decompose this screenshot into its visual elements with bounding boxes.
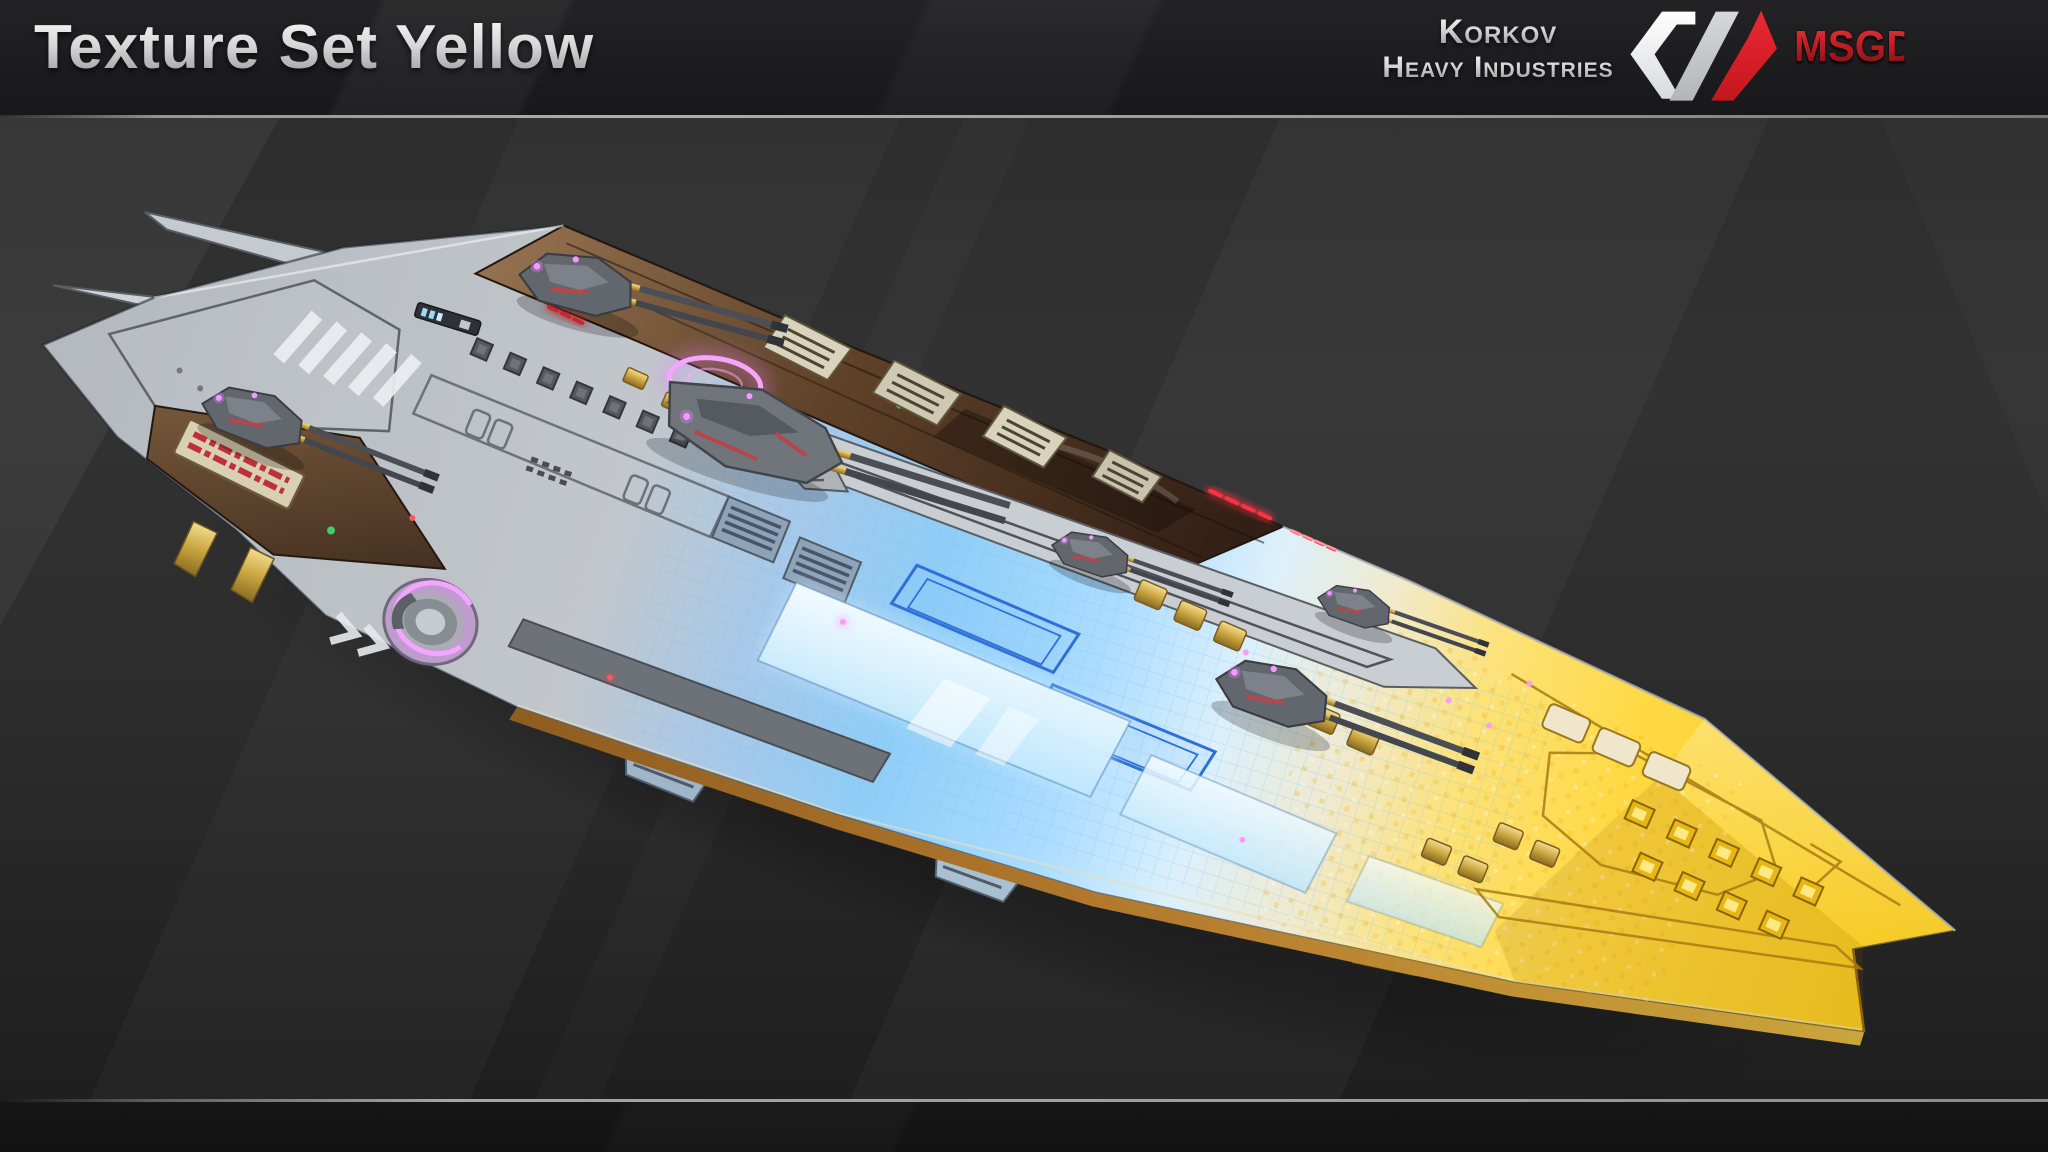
footer-bar — [0, 1102, 2048, 1152]
hazard-stripes — [273, 310, 422, 407]
tail-vent-rows — [1623, 798, 1825, 941]
bow-turret-stand — [145, 370, 447, 604]
gun-turrets — [449, 230, 1495, 811]
brand-tagline: Heavy Industries — [1348, 51, 1648, 85]
bow-section — [107, 278, 892, 784]
chevron-marking — [329, 611, 391, 657]
glow-skylights — [756, 581, 1505, 949]
keel-strip — [509, 704, 1865, 1046]
mid-panel — [411, 373, 731, 539]
tail-gloss-facet — [1659, 719, 1956, 946]
gold-brackets — [1133, 579, 1561, 884]
brand-wordmark: Korkov Heavy Industries — [1348, 13, 1648, 85]
spaceship-render — [0, 117, 1959, 1099]
brand-name: Korkov — [1348, 13, 1648, 51]
cockpit-turret — [646, 380, 1011, 525]
rim-light — [153, 224, 1957, 932]
header-divider-line — [0, 115, 2048, 118]
window-row — [469, 337, 694, 449]
header-bar: Texture Set Yellow Korkov Heavy Industri… — [0, 0, 2048, 115]
spaceship — [40, 211, 1959, 1046]
tail-leds — [1445, 680, 1533, 729]
page-title: Texture Set Yellow — [34, 13, 595, 82]
hull-leds — [409, 514, 1249, 843]
mid-section — [409, 495, 1561, 949]
logo-bolt-shape — [1630, 11, 1696, 99]
status-led-strip — [414, 302, 482, 336]
logo-gray-slash — [1669, 11, 1739, 101]
engine-intake — [382, 577, 479, 666]
tail-section — [1445, 672, 1956, 1033]
logo-red-slash — [1711, 10, 1777, 101]
tail-windows — [1541, 703, 1692, 792]
footer-divider-line — [0, 1099, 2048, 1102]
dot-grid — [525, 456, 573, 486]
msgdi-logo-text: MSGDI — [1794, 22, 1927, 71]
korkov-slash-logo-icon — [1630, 10, 1777, 101]
lower-slab-panel — [507, 618, 892, 784]
tail-shade-facet — [1494, 776, 1865, 1033]
